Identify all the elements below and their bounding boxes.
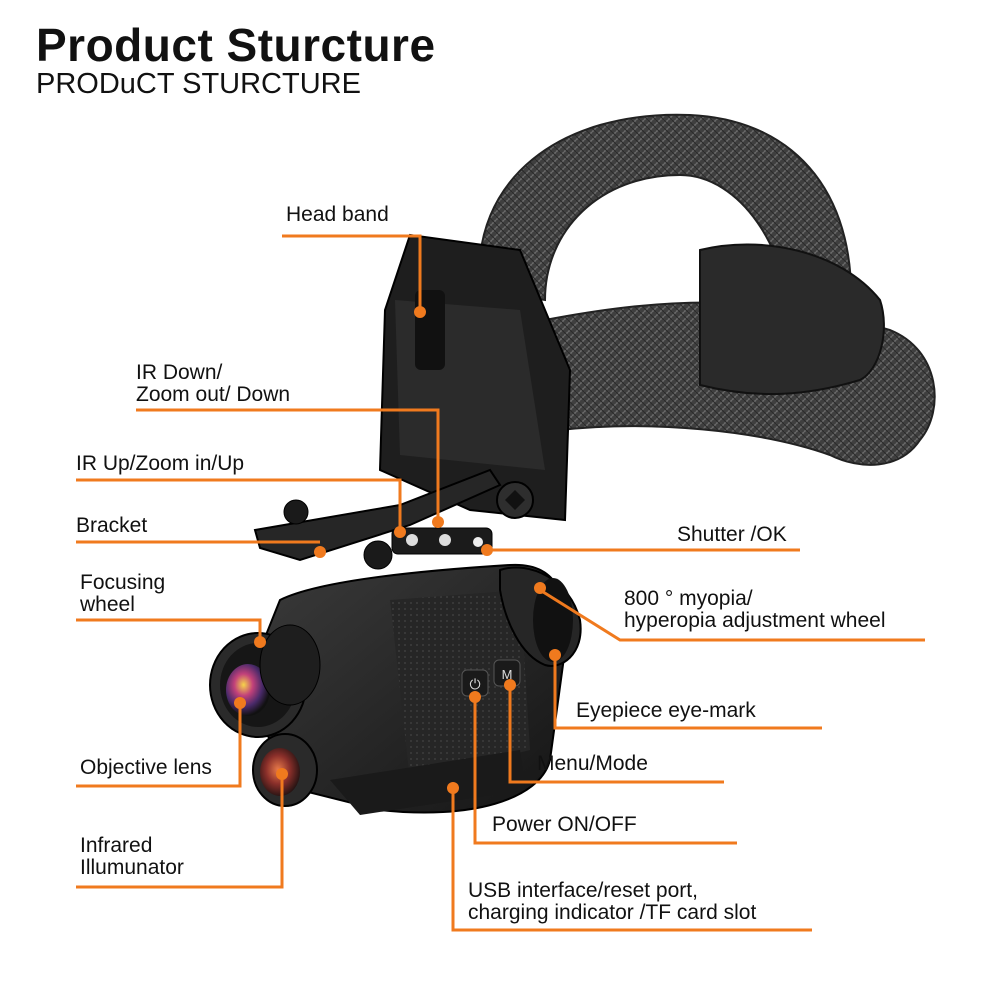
label-eyepiece: Eyepiece eye-mark [576, 699, 756, 722]
callout-focusing [76, 618, 262, 640]
dot-ir-down [432, 516, 444, 528]
callout-power [473, 695, 737, 845]
dot-head-band [414, 306, 426, 318]
label-usb-line2: charging indicator /TF card slot [468, 901, 757, 924]
label-infrared-line2: Illumunator [80, 856, 184, 879]
monocular-body [209, 563, 582, 815]
label-focusing-line2: wheel [80, 593, 135, 616]
callout-eyepiece [553, 655, 822, 730]
label-ir-up: IR Up/Zoom in/Up [76, 452, 245, 475]
dot-infrared [276, 768, 288, 780]
label-menu-mode: Menu/Mode [537, 752, 648, 775]
label-ir-down-line2: Zoom out/ Down [136, 383, 291, 406]
head-band-strap [478, 113, 936, 466]
head-mount-plate [378, 233, 572, 522]
power-icon: ⏻ [469, 677, 480, 693]
label-myopia-line2: hyperopia adjustment wheel [624, 609, 886, 632]
label-objective-lens: Objective lens [80, 756, 212, 779]
callout-infrared [76, 776, 284, 889]
label-shutter: Shutter /OK [677, 523, 787, 546]
page-subtitle: PRODuCT STURCTURE [36, 68, 361, 100]
label-myopia-line1: 800 ° myopia/ [624, 587, 753, 610]
callout-objective [76, 705, 242, 788]
menu-button-glyph: M [502, 667, 513, 682]
callout-menu [508, 685, 724, 784]
label-focusing-line1: Focusing [80, 571, 166, 594]
label-power: Power ON/OFF [492, 813, 637, 836]
callout-dots [234, 306, 561, 794]
dot-shutter [481, 544, 493, 556]
callout-usb [451, 790, 812, 932]
label-ir-down-line1: IR Down/ [136, 361, 223, 384]
callout-myopia [539, 588, 925, 642]
bracket-arm [253, 468, 502, 570]
callout-ir-up [76, 478, 402, 530]
dot-usb [447, 782, 459, 794]
label-bracket: Bracket [76, 514, 148, 537]
callout-lines [76, 234, 925, 932]
dot-power [469, 691, 481, 703]
callout-ir-down [136, 408, 440, 520]
callout-head-band [282, 234, 422, 310]
label-infrared-line1: Infrared [80, 834, 153, 857]
page-title: Product Sturcture [36, 19, 436, 71]
dot-objective [234, 697, 246, 709]
dot-menu [504, 679, 516, 691]
label-usb-line1: USB interface/reset port, [468, 879, 698, 902]
dot-eyepiece [549, 649, 561, 661]
dot-bracket [314, 546, 326, 558]
label-head-band: Head band [286, 203, 389, 226]
dot-ir-up [394, 526, 406, 538]
dot-myopia [534, 582, 546, 594]
dot-focusing [254, 636, 266, 648]
